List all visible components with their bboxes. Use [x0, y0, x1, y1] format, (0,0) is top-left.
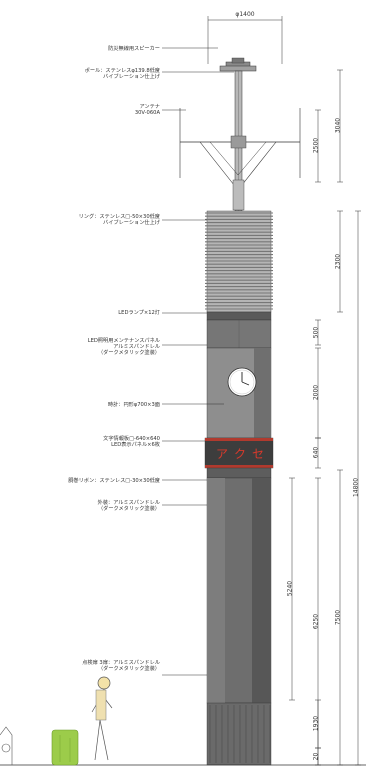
callout-line: アンテナ: [139, 104, 160, 110]
callout-leaders: [162, 47, 234, 676]
callout-line: 時計：円形φ700×3面: [107, 402, 160, 408]
callout-exterior: 外装：アルミスパンドレル（ダークメタリック塗装）: [98, 500, 160, 512]
callout-ring: リング：ステンレス□-50×30低度バイブレーション仕上げ: [79, 214, 160, 226]
callout-line: （ダークメタリック塗装）: [97, 666, 160, 672]
tree-shape: [51, 729, 79, 766]
callout-line: 防災無線用スピーカー: [108, 46, 160, 52]
callout-pole: ポール：ステンレスφ139.8低度バイブレーション仕上げ: [85, 68, 160, 80]
band-ribbon: [206, 467, 272, 479]
callout-line: リング：ステンレス□-50×30低度: [78, 214, 160, 220]
vehicle-sketch: [0, 726, 13, 765]
top-width-dimension: φ1400: [207, 11, 283, 64]
top-width-label: φ1400: [235, 11, 254, 18]
antenna-assembly: [179, 57, 301, 212]
callout-line: 胴巻リボン：ステンレス□-30×30低度: [68, 478, 160, 484]
clock-face: [227, 367, 257, 397]
callout-line: バイブレーション仕上げ: [103, 74, 160, 80]
dim-value-lower_c: 7500: [334, 609, 342, 625]
callout-line: バイブレーション仕上げ: [103, 220, 160, 226]
callout-line: （ダークメタリック塗装）: [97, 350, 160, 356]
callout-line: LED表示パネル×6枚: [111, 442, 160, 448]
dim-value-panel_section: 500: [312, 326, 320, 338]
human-figure: [91, 676, 113, 761]
callout-inspection: 点検扉 3扉：アルミスパンドレル（ダークメタリック塗装）: [82, 660, 160, 672]
callout-line: LED照明用メンテナンスパネル: [87, 338, 160, 344]
dim-value-lower_a: 5240: [286, 580, 294, 597]
callout-line: （ダークメタリック塗装）: [97, 506, 160, 512]
inspection-door-base: [206, 702, 272, 766]
callout-speaker: 防災無線用スピーカー: [108, 46, 160, 52]
callout-led-lamp: LEDランプ×12灯: [118, 310, 160, 316]
display-char-1: ア: [216, 447, 228, 461]
callout-line: 30V-060A: [134, 110, 160, 116]
dim-value-ring_section: 2300: [334, 253, 342, 269]
dim-value-antenna_b: 3040: [334, 117, 342, 134]
dim-value-display_section: 640: [312, 446, 320, 459]
right-dimensions: [289, 69, 361, 766]
dim-value-clock_section: 2000: [312, 384, 320, 401]
callout-line: 点検扉 3扉：アルミスパンドレル: [82, 660, 160, 666]
dim-value-antenna_a: 2500: [312, 137, 320, 154]
callout-line: 外装：アルミスパンドレル: [97, 500, 160, 506]
callout-clock: 時計：円形φ700×3面: [108, 402, 160, 408]
callout-led-panel: LED照明用メンテナンスパネルアルミスパンドレル（ダークメタリック塗装）: [88, 338, 160, 356]
tower-body: ア ク セ: [0, 210, 366, 766]
display-char-2: ク: [234, 447, 246, 461]
callout-band: 胴巻リボン：ステンレス□-30×30低度: [68, 478, 160, 484]
dim-value-total: 14800: [352, 477, 360, 498]
ring-section: [205, 210, 273, 313]
led-lamp-band: [206, 311, 272, 321]
callout-line: ポール：ステンレスφ139.8低度: [84, 68, 160, 74]
dim-value-base: 1930: [312, 715, 320, 732]
dim-value-lower_b: 6250: [312, 613, 320, 629]
led-display-band: [204, 437, 274, 469]
dim-value-ground: 20: [312, 752, 320, 760]
display-char-3: セ: [252, 447, 264, 461]
callout-line: アルミスパンドレル: [113, 344, 160, 350]
callout-line: 文字情報板□-640×640: [103, 436, 160, 442]
callout-line: LEDランプ×12灯: [118, 310, 160, 316]
